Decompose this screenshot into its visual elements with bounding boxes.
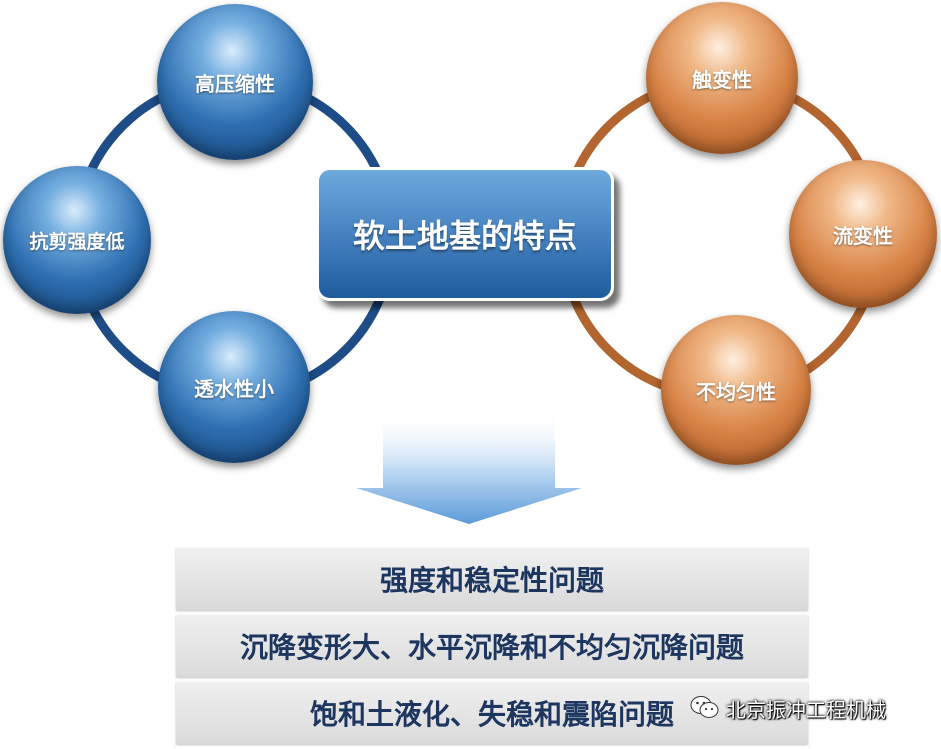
issue-bar-1: 强度和稳定性问题 xyxy=(176,548,808,610)
issue-text-2: 沉降变形大、水平沉降和不均匀沉降问题 xyxy=(239,631,744,664)
page-title: 软土地基的特点 xyxy=(352,217,577,255)
right-node-top-label: 触变性 xyxy=(692,67,752,92)
right-node-top: 触变性 xyxy=(646,2,798,154)
right-node-middle-label: 流变性 xyxy=(833,223,893,248)
left-node-top-label: 高压缩性 xyxy=(195,71,275,96)
left-node-bottom-label: 透水性小 xyxy=(194,376,274,401)
right-node-bottom-label: 不均匀性 xyxy=(696,379,776,404)
issue-bar-2: 沉降变形大、水平沉降和不均匀沉降问题 xyxy=(176,615,808,677)
left-node-middle: 抗剪强度低 xyxy=(3,166,151,314)
issue-text-3: 饱和土液化、失稳和震陷问题 xyxy=(309,698,674,731)
left-node-bottom: 透水性小 xyxy=(158,311,310,463)
left-node-middle-label: 抗剪强度低 xyxy=(29,230,125,253)
watermark-text: 北京振冲工程机械 xyxy=(726,697,886,722)
title-box: 软土地基的特点 xyxy=(316,167,614,301)
right-node-middle: 流变性 xyxy=(789,160,937,308)
wechat-icon xyxy=(690,696,719,718)
issue-bar-3: 饱和土液化、失稳和震陷问题 xyxy=(176,682,808,744)
issue-text-1: 强度和稳定性问题 xyxy=(379,564,604,597)
down-arrow xyxy=(356,410,582,524)
right-node-bottom: 不均匀性 xyxy=(661,315,811,465)
watermark: 北京振冲工程机械 xyxy=(690,692,886,724)
left-node-top: 高压缩性 xyxy=(157,4,313,160)
